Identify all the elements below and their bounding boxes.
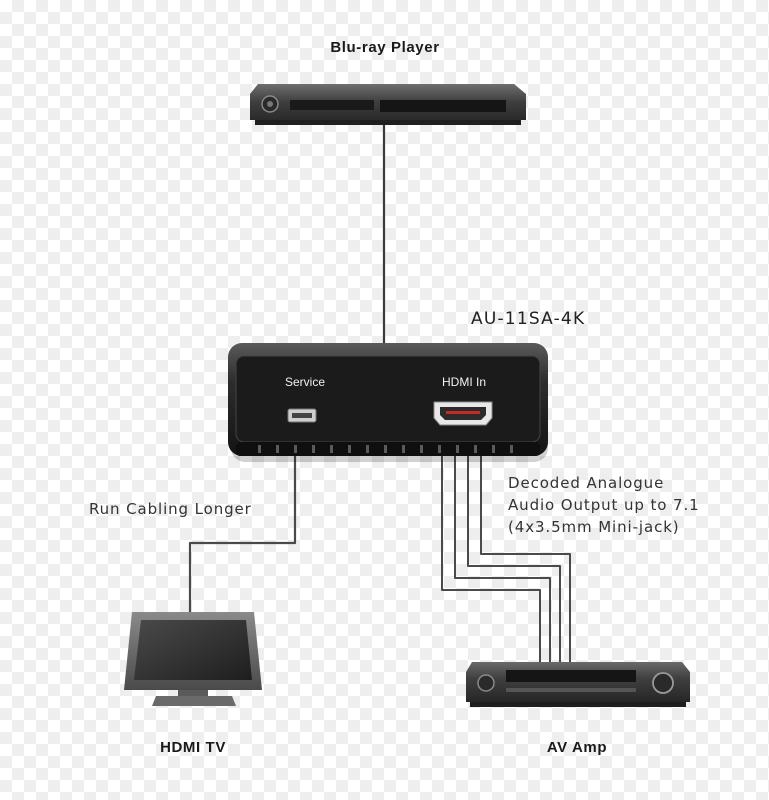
bluray-label: Blu-ray Player	[330, 39, 439, 56]
tv-label: HDMI TV	[160, 739, 226, 756]
tv-stand-base	[152, 696, 236, 706]
hdmi-in-port-pins-icon	[446, 411, 480, 414]
converter-vent	[258, 445, 261, 453]
converter-vent	[348, 445, 351, 453]
converter-vent	[492, 445, 495, 453]
audio-note-line-3: (4x3.5mm Mini-jack)	[508, 518, 680, 536]
converter-feet	[258, 445, 513, 453]
converter-vent	[456, 445, 459, 453]
audio-note-line-2: Audio Output up to 7.1	[508, 496, 700, 514]
amp-label: AV Amp	[547, 739, 607, 756]
hdmi-in-port-label: HDMI In	[442, 375, 486, 389]
cable-converter-to-tv	[188, 456, 297, 612]
service-port-label: Service	[285, 375, 325, 389]
amp-volume-knob-icon	[652, 672, 674, 694]
cable-length-note: Run Cabling Longer	[89, 500, 252, 518]
audio-cable-2	[454, 456, 551, 662]
bluray-base	[255, 120, 521, 125]
converter-vent	[474, 445, 477, 453]
converter-vent	[510, 445, 513, 453]
converter-device: Service HDMI In	[228, 343, 548, 462]
amp-button-row	[506, 688, 636, 692]
converter-vent	[312, 445, 315, 453]
converter-model-label: AU-11SA-4K	[471, 309, 585, 329]
amp-base	[470, 702, 686, 707]
bluray-display	[380, 100, 506, 112]
hdmi-tv	[124, 612, 262, 706]
av-amp	[466, 662, 690, 707]
audio-cable-4	[480, 456, 571, 662]
converter-vent	[294, 445, 297, 453]
audio-cable-1	[441, 456, 541, 662]
service-usb-port-inner-icon	[292, 413, 312, 418]
converter-vent	[366, 445, 369, 453]
converter-vent	[384, 445, 387, 453]
audio-note-line-1: Decoded Analogue	[508, 474, 664, 492]
audio-cable-3	[467, 456, 561, 662]
converter-vent	[276, 445, 279, 453]
converter-face	[235, 355, 541, 443]
amp-display	[506, 670, 636, 682]
audio-cable-bundle	[441, 456, 571, 662]
bluray-power-dot-icon	[267, 101, 273, 107]
converter-vent	[438, 445, 441, 453]
converter-vent	[330, 445, 333, 453]
amp-power-knob-icon	[477, 674, 495, 692]
bluray-disc-tray	[290, 100, 374, 110]
converter-vent	[402, 445, 405, 453]
tv-screen	[134, 620, 252, 680]
converter-vent	[420, 445, 423, 453]
bluray-player	[250, 84, 526, 125]
cables	[188, 120, 571, 662]
